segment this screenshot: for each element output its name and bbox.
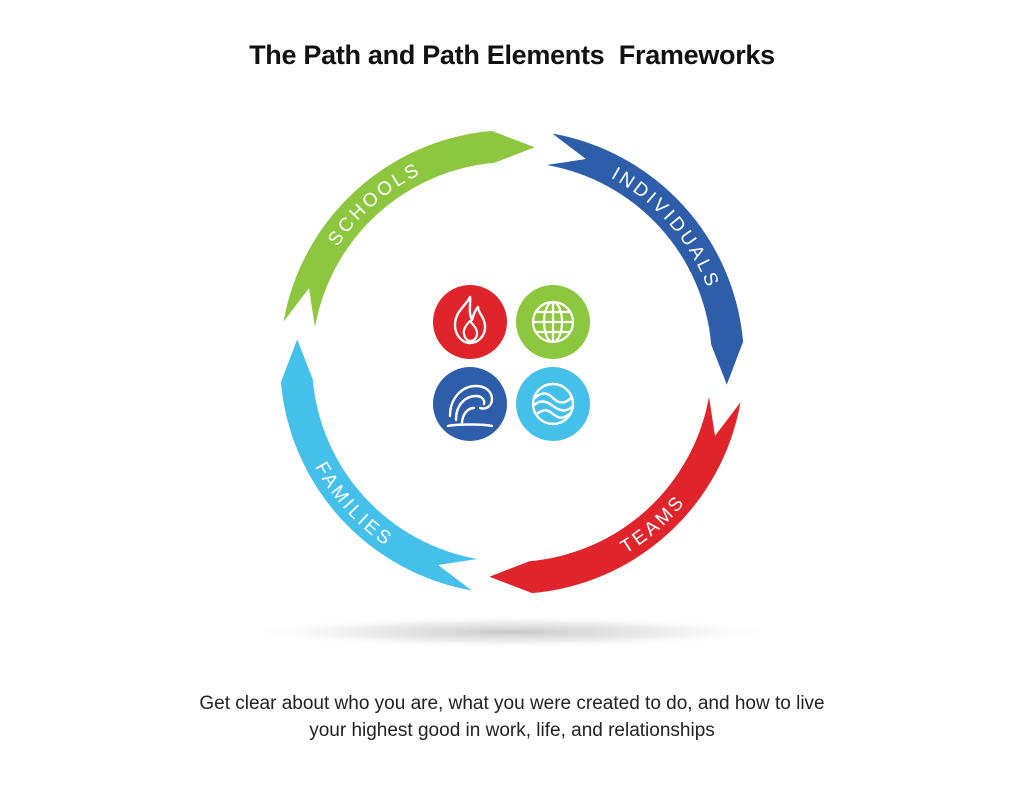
families-label: FAMILIES xyxy=(310,459,396,552)
teams-label: TEAMS xyxy=(617,491,690,558)
teams-arrow xyxy=(489,396,741,594)
caption-line-2: your highest good in work, life, and rel… xyxy=(309,720,715,741)
globe-element-icon xyxy=(516,285,590,359)
schools-label: SCHOOLS xyxy=(324,159,424,250)
families-arrow xyxy=(280,339,478,591)
wave-element-icon xyxy=(433,367,507,441)
ground-shadow xyxy=(242,616,782,648)
page-title: The Path and Path Elements Frameworks xyxy=(249,40,775,70)
individuals-arrow xyxy=(546,133,744,385)
schools-arrow xyxy=(283,130,535,328)
caption: Get clear about who you are, what you we… xyxy=(100,690,924,744)
air-element-icon xyxy=(516,367,590,441)
caption-line-1: Get clear about who you are, what you we… xyxy=(199,693,825,714)
fire-element-icon xyxy=(433,285,507,359)
